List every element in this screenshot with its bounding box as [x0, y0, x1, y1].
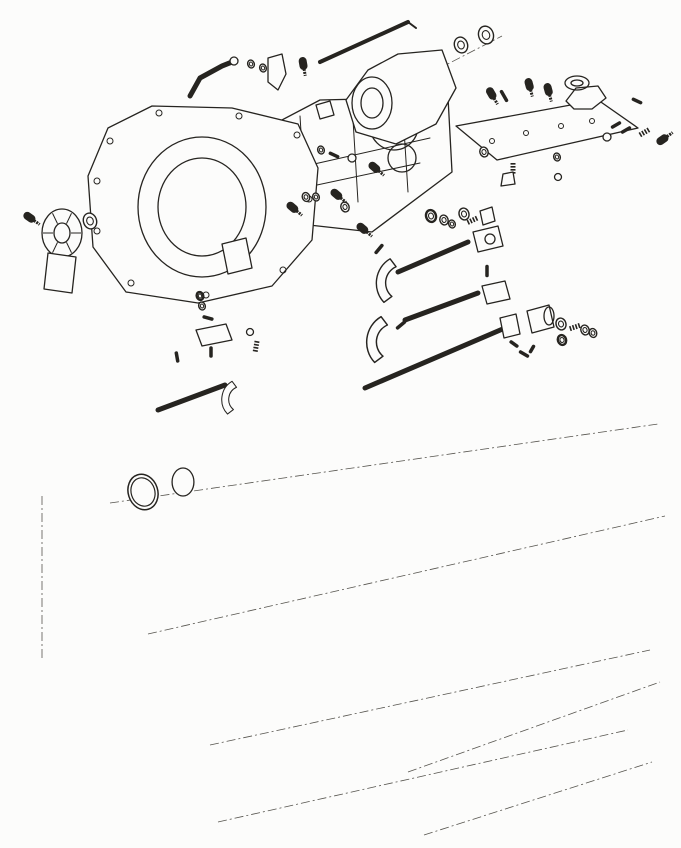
diagram-linework [23, 20, 674, 836]
